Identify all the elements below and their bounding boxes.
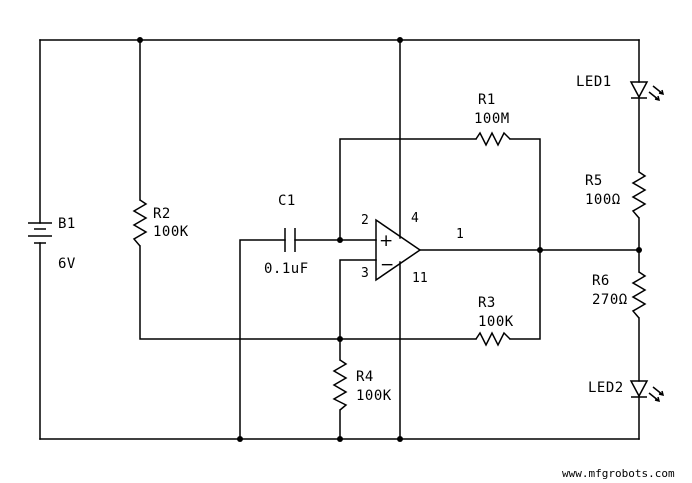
b1-ref-label: B1 xyxy=(58,216,76,232)
r2-value-label: 100K xyxy=(153,224,189,240)
r1-ref-label: R1 xyxy=(478,92,496,108)
junction-dot xyxy=(337,237,343,243)
r1-wire-left xyxy=(339,138,477,241)
opamp-pin-2: 2 xyxy=(361,213,369,228)
junction-dot xyxy=(397,436,403,442)
r4-ref-label: R4 xyxy=(356,369,374,385)
junction-dot xyxy=(636,247,642,253)
r6-value-label: 270Ω xyxy=(592,292,628,308)
led1-ref-label: LED1 xyxy=(576,74,612,90)
resistor-r3: R3 100K xyxy=(475,295,514,347)
resistor-r2: R2 100K xyxy=(132,199,189,247)
c1-wire-left xyxy=(239,239,286,440)
r6-zigzag xyxy=(631,271,647,319)
junction-dot xyxy=(337,336,343,342)
r1-zigzag xyxy=(475,131,511,147)
c1-value-label: 0.1uF xyxy=(264,261,309,277)
r2-zigzag xyxy=(132,199,148,247)
resistor-r4: R4 100K xyxy=(332,359,392,411)
led2-diode-icon xyxy=(629,380,649,398)
r3-zigzag xyxy=(475,331,511,347)
junctions xyxy=(137,37,642,442)
led-led2: LED2 xyxy=(588,380,665,403)
junction-dot xyxy=(397,37,403,43)
battery-symbol xyxy=(28,222,52,244)
led2-ref-label: LED2 xyxy=(588,380,624,396)
c1-plates xyxy=(284,228,296,252)
led1-light-arrows-icon xyxy=(648,85,665,102)
c1-ref-label: C1 xyxy=(278,193,296,209)
r5-ref-label: R5 xyxy=(585,173,603,189)
opamp-pin-11: 11 xyxy=(412,271,428,286)
r5-zigzag xyxy=(631,171,647,219)
r1-value-label: 100M xyxy=(474,111,510,127)
wires xyxy=(39,39,640,440)
resistor-r5: R5 100Ω xyxy=(585,171,647,219)
r3-wire-right xyxy=(509,249,541,340)
r3-value-label: 100K xyxy=(478,314,514,330)
r6-ref-label: R6 xyxy=(592,273,610,289)
opamp-pin-4: 4 xyxy=(411,211,419,226)
r2-ref-label: R2 xyxy=(153,206,171,222)
opamp-plus-wire xyxy=(339,259,377,361)
r2-wire-bottom xyxy=(139,245,477,340)
capacitor-c1: C1 0.1uF xyxy=(264,193,309,277)
opamp-pin-1: 1 xyxy=(456,227,464,242)
junction-dot xyxy=(137,37,143,43)
resistor-r1: R1 100M xyxy=(474,92,511,147)
led1-diode-icon xyxy=(629,81,649,99)
opamp-triangle xyxy=(375,218,422,282)
r4-value-label: 100K xyxy=(356,388,392,404)
opamp-plus-sign: + xyxy=(379,231,393,251)
battery-b1: B1 6V xyxy=(28,216,76,272)
r1-wire-right xyxy=(509,138,541,251)
resistor-r6: R6 270Ω xyxy=(592,271,647,319)
junction-dot xyxy=(237,436,243,442)
r5-value-label: 100Ω xyxy=(585,192,621,208)
junction-dot xyxy=(337,436,343,442)
opamp-pin-3: 3 xyxy=(361,266,369,281)
b1-value-label: 6V xyxy=(58,256,76,272)
r4-zigzag xyxy=(332,359,348,411)
led-led1: LED1 xyxy=(576,74,665,102)
opamp-minus-sign: − xyxy=(380,255,394,275)
led2-light-arrows-icon xyxy=(648,386,665,403)
opamp: + − 2 3 4 11 1 xyxy=(361,211,464,286)
junction-dot xyxy=(537,247,543,253)
r3-ref-label: R3 xyxy=(478,295,496,311)
watermark-text: www.mfgrobots.com xyxy=(562,467,675,480)
